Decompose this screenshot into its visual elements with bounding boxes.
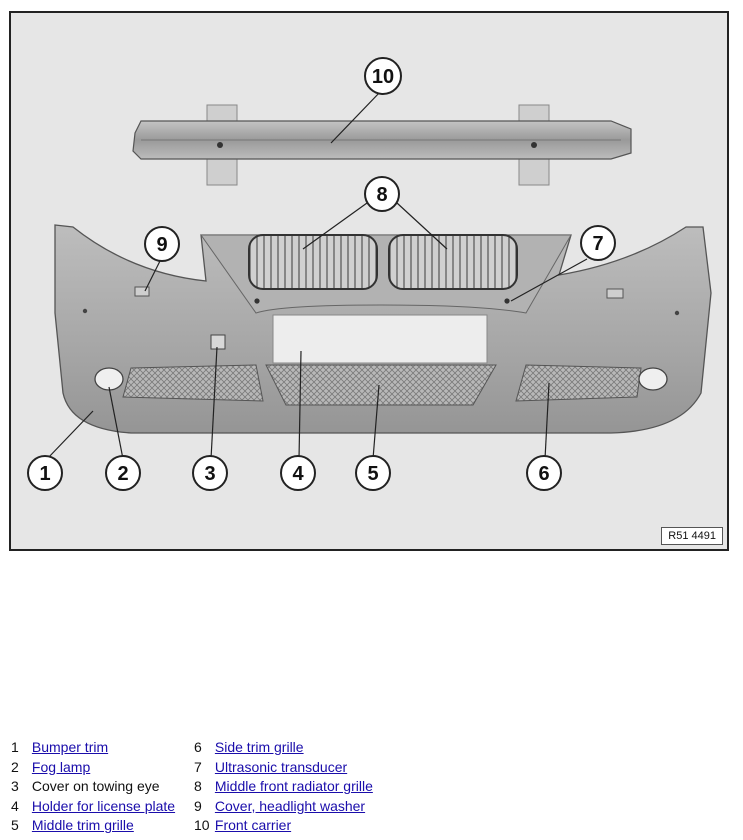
part-link-headlight-washer-cover[interactable]: Cover, headlight washer bbox=[214, 797, 366, 814]
callout-3: 3 bbox=[192, 455, 228, 491]
parts-column-left: 1 Bumper trim 2 Fog lamp 3 Cover on towi… bbox=[11, 738, 175, 836]
part-link-ultrasonic-transducer[interactable]: Ultrasonic transducer bbox=[214, 758, 348, 775]
part-link-bumper-trim[interactable]: Bumper trim bbox=[31, 739, 109, 755]
callout-5: 5 bbox=[355, 455, 391, 491]
front-carrier-part bbox=[132, 104, 632, 186]
callout-8: 8 bbox=[364, 176, 400, 212]
part-number: 6 bbox=[194, 739, 202, 755]
part-row-5: 5 Middle trim grille bbox=[11, 816, 175, 836]
figure-code: R51 4491 bbox=[661, 527, 723, 545]
part-number: 4 bbox=[11, 797, 19, 814]
callout-10: 10 bbox=[364, 57, 402, 95]
part-row-8: 8 Middle front radiator grille bbox=[194, 777, 373, 797]
part-number: 3 bbox=[11, 778, 19, 794]
callout-1: 1 bbox=[27, 455, 63, 491]
svg-text:1: 1 bbox=[39, 463, 50, 485]
svg-text:6: 6 bbox=[538, 463, 549, 485]
part-number: 5 bbox=[11, 817, 19, 833]
bumper-trim-part bbox=[54, 224, 712, 434]
svg-text:7: 7 bbox=[592, 233, 603, 255]
bumper-illustration: 1 2 3 4 5 6 7 8 bbox=[27, 57, 712, 491]
part-link-middle-radiator-grille[interactable]: Middle front radiator grille bbox=[214, 778, 373, 794]
part-row-1: 1 Bumper trim bbox=[11, 738, 175, 758]
part-number: 9 bbox=[194, 797, 202, 814]
callout-7: 7 bbox=[580, 225, 616, 261]
parts-column-right: 6 Side trim grille 7 Ultrasonic transduc… bbox=[194, 738, 373, 836]
part-number: 2 bbox=[11, 758, 19, 775]
part-link-license-plate-holder[interactable]: Holder for license plate bbox=[31, 797, 176, 814]
svg-text:9: 9 bbox=[156, 234, 167, 256]
callout-6: 6 bbox=[526, 455, 562, 491]
svg-text:2: 2 bbox=[117, 463, 128, 485]
part-row-9: 9 Cover, headlight washer bbox=[194, 797, 373, 817]
part-row-6: 6 Side trim grille bbox=[194, 738, 373, 758]
svg-text:5: 5 bbox=[367, 463, 378, 485]
callout-9: 9 bbox=[144, 226, 180, 262]
callout-2: 2 bbox=[105, 455, 141, 491]
part-link-fog-lamp[interactable]: Fog lamp bbox=[31, 758, 91, 775]
svg-text:8: 8 bbox=[376, 184, 387, 206]
exploded-diagram: 1 2 3 4 5 6 7 8 bbox=[9, 11, 729, 551]
svg-text:10: 10 bbox=[372, 66, 394, 88]
part-link-front-carrier[interactable]: Front carrier bbox=[214, 817, 292, 833]
part-row-2: 2 Fog lamp bbox=[11, 758, 175, 778]
svg-text:3: 3 bbox=[204, 463, 215, 485]
part-number: 10 bbox=[194, 817, 210, 833]
part-link-side-trim-grille[interactable]: Side trim grille bbox=[214, 739, 304, 755]
part-row-7: 7 Ultrasonic transducer bbox=[194, 758, 373, 778]
leader-lines bbox=[46, 90, 588, 460]
part-number: 1 bbox=[11, 739, 19, 755]
part-row-10: 10 Front carrier bbox=[194, 816, 373, 836]
part-row-4: 4 Holder for license plate bbox=[11, 797, 175, 817]
part-number: 7 bbox=[194, 758, 202, 775]
part-row-3: 3 Cover on towing eye bbox=[11, 777, 175, 797]
part-number: 8 bbox=[194, 778, 202, 794]
svg-text:4: 4 bbox=[292, 463, 304, 485]
part-label-towing-eye-cover: Cover on towing eye bbox=[31, 778, 160, 794]
callout-4: 4 bbox=[280, 455, 316, 491]
part-link-middle-trim-grille[interactable]: Middle trim grille bbox=[31, 817, 134, 833]
